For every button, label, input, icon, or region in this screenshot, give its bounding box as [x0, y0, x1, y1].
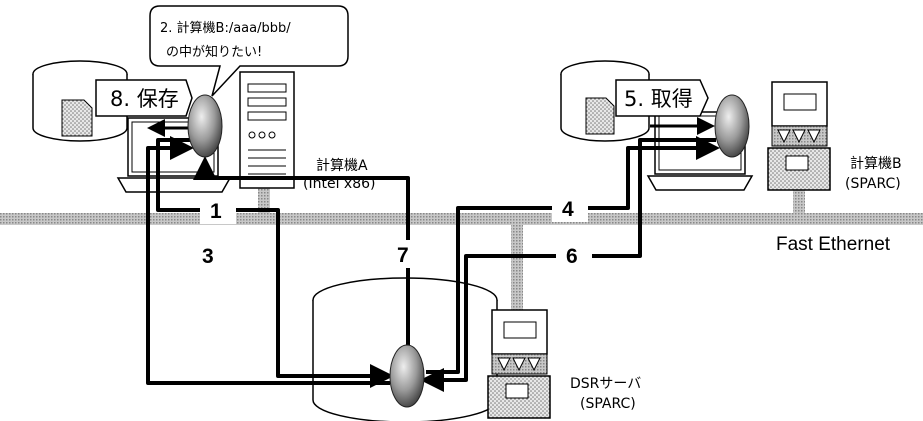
computer-b-arch: (SPARC)	[845, 176, 901, 192]
step-1-label: 1	[210, 200, 222, 223]
server-name: DSRサーバ	[570, 376, 641, 392]
save-callout: 8. 保存	[96, 80, 192, 116]
bubble-line-2: の中が知りたい!	[166, 44, 262, 60]
step-7-label: 7	[397, 244, 409, 267]
network-label: Fast Ethernet	[776, 234, 891, 255]
fetch-callout: 5. 取得	[616, 80, 708, 116]
agent-a-egg	[188, 95, 222, 157]
computer-a-arch: (Intel x86)	[303, 176, 375, 192]
save-label: 8. 保存	[110, 87, 179, 111]
server-arch: (SPARC)	[580, 396, 636, 412]
agent-server-egg	[390, 345, 424, 407]
agent-b-egg	[715, 95, 749, 157]
fetch-label: 5. 取得	[624, 87, 693, 111]
computer-a-name: 計算機A	[316, 158, 368, 174]
step-3-label: 3	[202, 245, 214, 268]
step-4-label: 4	[562, 198, 574, 221]
step-6-label: 6	[566, 245, 578, 268]
bubble-line-1: 2. 計算機B:/aaa/bbb/	[160, 20, 291, 36]
computer-b-name: 計算機B	[850, 156, 902, 172]
